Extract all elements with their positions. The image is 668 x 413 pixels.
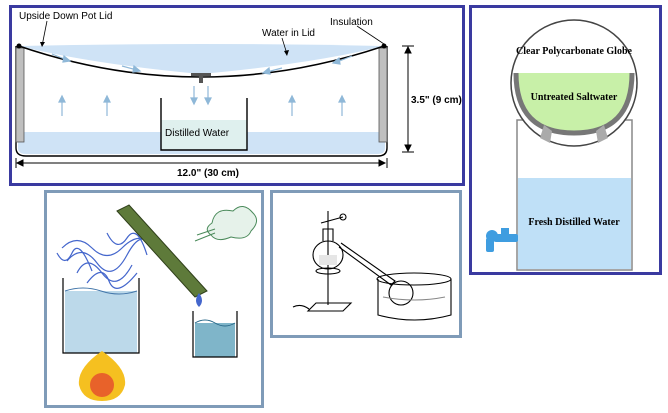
label-pot-lid: Upside Down Pot Lid <box>19 11 112 22</box>
water-drip <box>196 293 202 307</box>
retort-apparatus <box>292 211 452 321</box>
condenser-tube <box>116 204 208 298</box>
width-dimension <box>15 158 388 168</box>
retort-apparatus-panel <box>270 190 462 338</box>
receiving-flask <box>388 280 414 306</box>
retort-neck <box>338 242 396 286</box>
saltwater-bowl <box>513 72 635 136</box>
right-beaker <box>192 311 238 358</box>
insulation-right <box>378 47 388 143</box>
lid-rim-right <box>381 43 387 49</box>
globe-still-diagram: Clear Polycarbonate Globe Untreated Salt… <box>486 19 638 271</box>
pot-lid-still-diagram: Upside Down Pot Lid Water in Lid Insulat… <box>15 11 462 179</box>
boiling-illustration <box>56 204 257 401</box>
lid-handle <box>191 73 211 76</box>
label-distilled-water: Distilled Water <box>165 128 230 139</box>
label-fresh-water: Fresh Distilled Water <box>528 217 620 228</box>
boiling-illustration-panel <box>44 190 264 408</box>
fresh-water <box>518 178 631 269</box>
height-dimension <box>402 45 414 153</box>
trough <box>377 279 452 321</box>
left-beaker-water <box>65 291 137 353</box>
insulation-left <box>15 47 25 143</box>
label-width: 12.0" (30 cm) <box>177 168 239 179</box>
label-saltwater: Untreated Saltwater <box>531 92 618 103</box>
distilled-cup-water <box>161 120 247 150</box>
support-right <box>596 125 608 143</box>
faucet-icon[interactable] <box>486 228 518 252</box>
stand-base <box>306 302 353 312</box>
label-height: 3.5" (9 cm) <box>411 95 462 106</box>
lid-rim-left <box>16 43 22 49</box>
cloud-icon <box>206 206 257 241</box>
right-beaker-water <box>195 323 235 357</box>
lid-water <box>19 44 384 74</box>
steam-lines <box>56 232 153 289</box>
retort-flask <box>312 240 344 270</box>
saltwater <box>516 73 632 133</box>
pot-lid-still-panel: Upside Down Pot Lid Water in Lid Insulat… <box>9 5 465 186</box>
label-globe: Clear Polycarbonate Globe <box>516 46 632 57</box>
label-water-in-lid: Water in Lid <box>262 28 315 39</box>
distilled-cup <box>160 98 248 151</box>
pot-outline <box>15 46 388 157</box>
label-insulation: Insulation <box>330 17 373 28</box>
vapor-arrows <box>51 53 353 116</box>
globe-still-panel: Clear Polycarbonate Globe Untreated Salt… <box>469 5 662 275</box>
support-left <box>540 125 552 143</box>
